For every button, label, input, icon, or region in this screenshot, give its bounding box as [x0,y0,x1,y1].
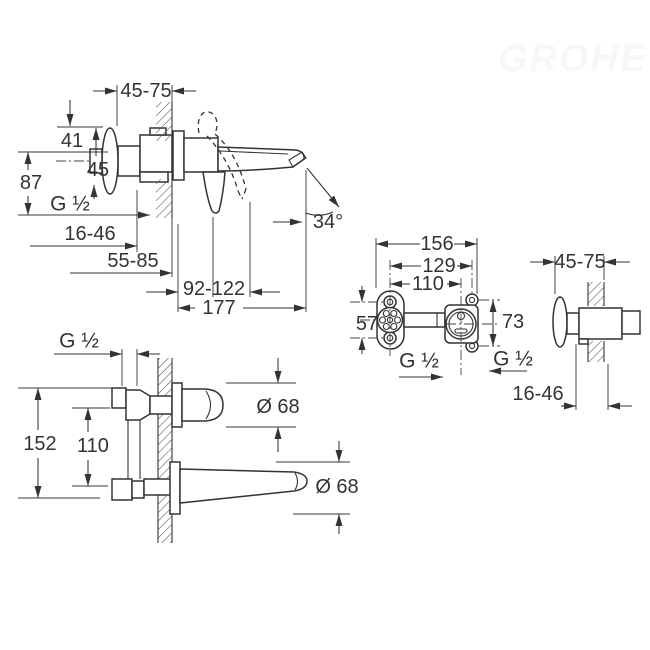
bottom-port-fitting [111,478,133,501]
installed-side-view: G ½ 152 110 Ø 68 [18,330,359,543]
spout-escutcheon [169,461,181,515]
body-bar [127,420,141,479]
faucet-neck [117,145,141,177]
wall-lines [587,282,605,362]
dim-152: 152 [23,433,56,455]
spout-inner-line [219,150,289,155]
body-step [566,312,580,335]
spout [179,468,308,504]
thread-g12-mixer: G ½ [493,348,533,371]
rough-in-body [578,307,623,340]
connecting-bar [403,312,446,328]
dim-92-122: 92-122 [183,278,245,300]
aerator [288,151,307,168]
bottom-port-pipe [143,478,173,496]
wall-hatch-upper [588,282,604,306]
handle-dome [181,388,224,422]
rough-in-front-view: 156 129 110 57 73 G ½ G ½ [350,233,533,381]
watermark: GROHE [498,38,648,80]
bottom-port-block [131,480,145,499]
dim-177: 177 [202,297,235,319]
faucet-side-view: 45-75 41 45 87 G ½ 16-46 55-85 [18,80,343,319]
wall-hatch-bottom [158,495,172,543]
dim-dia-68-spout: Ø 68 [315,476,358,498]
mounting-flange [552,296,568,348]
lever-handle-up-tip [237,188,247,200]
dim-41: 41 [61,130,83,152]
dim-57: 57 [356,313,378,335]
escutcheon-plate [172,130,185,181]
dim-156: 156 [420,233,453,255]
thread-g12-spout: G ½ [399,350,439,373]
wall-hatch-lower [588,341,604,362]
dim-angle-34: 34° [313,211,343,233]
faucet-body-lower-block [139,171,169,183]
faucet-body-block [139,134,173,173]
top-port-fitting [111,387,127,409]
wall-hatch-lower [156,179,172,218]
dim-129: 129 [422,255,455,277]
thread-g12-side-view: G ½ [50,193,90,216]
dim-16-46: 16-46 [64,223,115,245]
wall-lines [157,358,173,543]
wall-hatch-upper [156,102,172,141]
lever-handle-up-edge1 [214,133,247,190]
top-port-pipe [149,395,173,415]
dim-110-installed: 110 [77,435,109,457]
thread-g12-installed: G ½ [59,330,99,353]
handle-escutcheon [171,382,183,428]
dim-73: 73 [502,311,524,333]
dim-45: 45 [87,159,109,181]
dim-87: 87 [20,172,42,194]
lever-handle-up-edge2 [206,135,239,192]
dim-16-46-side: 16-46 [512,383,563,405]
mixer-ear-top [465,293,479,307]
wall-hatch-middle [158,414,172,479]
dim-45-75-side: 45-75 [554,251,605,273]
body-rear-box [621,310,641,335]
rough-in-side-view: 45-75 16-46 [512,251,641,410]
wall-hatch-top [158,358,172,396]
dim-55-85: 55-85 [107,250,158,272]
lever-handle-up-knob [197,111,218,134]
dim-wall-depth-45-75: 45-75 [120,80,171,102]
dim-110-roughin: 110 [412,273,444,295]
body-foot [578,338,589,345]
dim-dia-68-handle: Ø 68 [256,396,299,418]
top-port-block [125,389,151,421]
lever-handle-down [202,171,226,214]
